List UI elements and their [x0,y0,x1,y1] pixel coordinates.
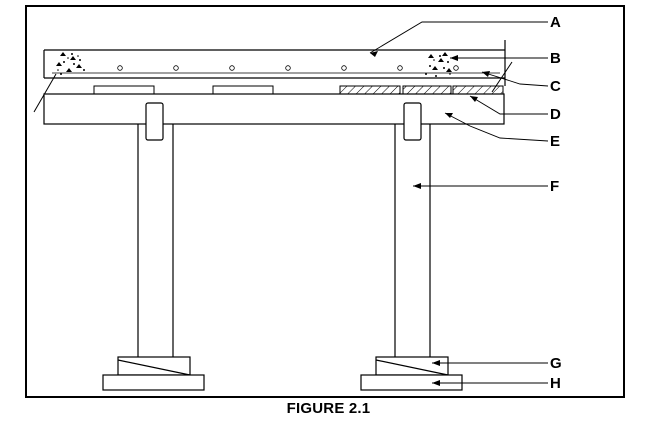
label-a: A [550,14,561,31]
forms-hatched [339,85,504,95]
aggregate-patch-right [425,52,452,77]
label-e: E [550,133,560,150]
label-h: H [550,375,561,392]
figure-frame [25,5,625,398]
label-g: G [550,355,562,372]
label-c: C [550,78,561,95]
aggregate-patch-left [56,52,85,75]
columns [137,124,431,357]
leader-arrowheads [370,51,490,386]
label-d: D [550,106,561,123]
figure-caption: FIGURE 2.1 [286,400,371,417]
shear-keys [145,102,422,141]
label-b: B [550,50,561,67]
footing-pads [117,356,449,376]
leader-lines [369,21,549,384]
pier-cap [43,93,505,125]
footing-bases [102,374,463,391]
forms-plain [93,85,274,95]
reinforcement [52,65,500,74]
deck-slab [43,40,506,86]
label-f: F [550,178,559,195]
